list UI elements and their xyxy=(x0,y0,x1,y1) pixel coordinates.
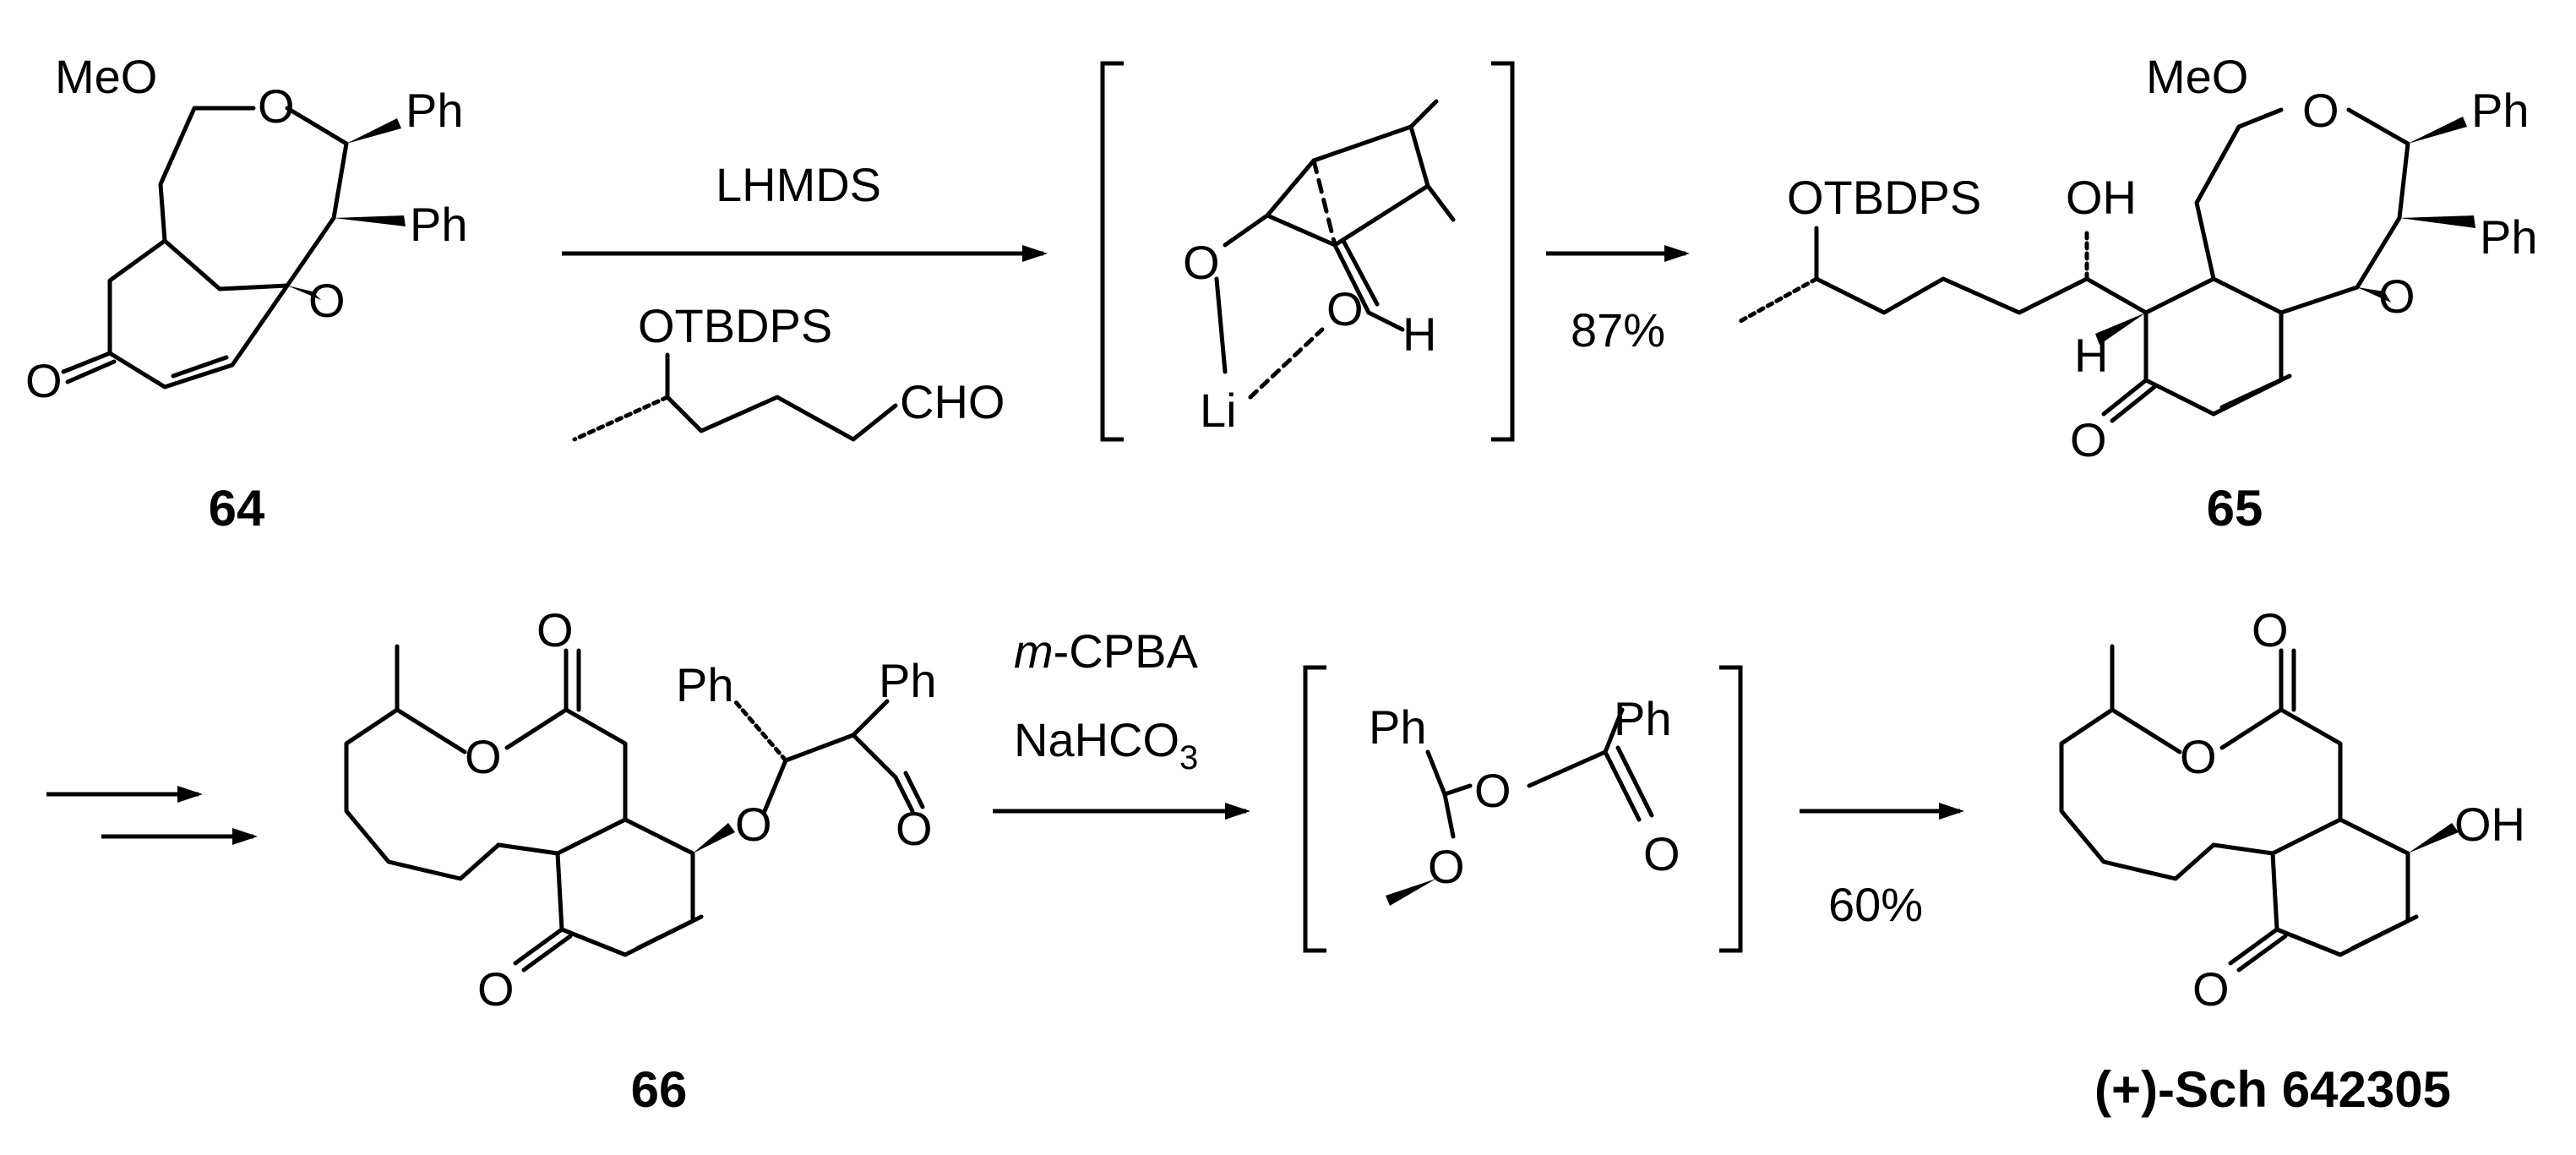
reaction-arrow-1: LHMDS OTBDPS CHO xyxy=(562,158,1048,442)
reagent-nahco3: NaHCO3 xyxy=(1014,713,1198,776)
ts-hydrogen: H xyxy=(1402,308,1436,361)
ring-oxygen-65: O xyxy=(2302,84,2339,137)
hydroxyl-label-65: OH xyxy=(2066,171,2137,224)
ring-oxygen-label: O xyxy=(258,79,295,133)
yield-87: 87% xyxy=(1571,303,1665,357)
ring-oxygen-65-2: O xyxy=(2378,270,2415,323)
compound-label-66: 66 xyxy=(631,1061,688,1118)
compound-label-64: 64 xyxy=(209,480,265,537)
ketone-oxygen-66b: O xyxy=(896,802,933,855)
reaction-arrow-4: 60% xyxy=(1800,803,1964,931)
ts-oxygen-1: O xyxy=(1183,236,1220,289)
reaction-arrow-2: 87% xyxy=(1546,245,1690,357)
reaction-arrow-3: m-CPBA NaHCO3 xyxy=(993,624,1250,820)
lactone-carbonyl-o-product: O xyxy=(2252,603,2289,656)
compound-label-product: (+)-Sch 642305 xyxy=(2094,1061,2451,1118)
ether-oxygen-66: O xyxy=(735,798,772,851)
phenyl-65-2: Ph xyxy=(2480,210,2538,264)
lactone-carbonyl-o-66: O xyxy=(536,603,574,656)
phenyl-label-1: Ph xyxy=(406,84,464,137)
lactone-oxygen-66: O xyxy=(465,730,502,783)
reagent-mcpba: m-CPBA xyxy=(1014,624,1198,678)
otbdps-label-65: OTBDPS xyxy=(1787,171,1981,224)
multistep-arrows xyxy=(46,786,258,845)
yield-60: 60% xyxy=(1828,878,1923,931)
ether-oxygen-int: O xyxy=(1428,840,1465,893)
lactone-oxygen-product: O xyxy=(2180,730,2217,783)
phenyl-int-1: Ph xyxy=(1369,700,1427,754)
methoxy-label-65: MeO xyxy=(2146,50,2248,103)
transition-state: O O H Li xyxy=(1100,61,1515,442)
reagent-lhmds: LHMDS xyxy=(716,158,881,211)
methoxy-label: MeO xyxy=(55,50,157,103)
ts-oxygen-2: O xyxy=(1326,282,1364,335)
carbonyl-oxygen-int: O xyxy=(1643,827,1680,880)
ketone-oxygen-66: O xyxy=(477,962,515,1016)
phenyl-label-2: Ph xyxy=(410,198,468,251)
phenyl-66-1: Ph xyxy=(676,658,734,711)
ketone-oxygen-65: O xyxy=(2070,413,2107,466)
phenyl-66-2: Ph xyxy=(879,654,937,707)
compound-product: O O OH O (+)-Sch 642305 xyxy=(2059,603,2525,1118)
compound-66: O O Ph Ph O O O 66 xyxy=(344,603,937,1118)
compound-64: MeO O Ph Ph O O 64 xyxy=(25,50,468,537)
phenyl-int-2: Ph xyxy=(1614,692,1672,745)
ester-oxygen-int: O xyxy=(1474,764,1511,817)
aldehyde-label: CHO xyxy=(900,375,1005,428)
ketone-oxygen-product: O xyxy=(2192,962,2230,1016)
ts-lithium: Li xyxy=(1200,384,1237,437)
compound-label-65: 65 xyxy=(2207,480,2263,537)
otbdps-label-reagent: OTBDPS xyxy=(638,299,832,352)
ketone-oxygen-label: O xyxy=(25,354,63,407)
ring-oxygen-label-2: O xyxy=(308,274,346,327)
hydroxyl-label-product: OH xyxy=(2454,798,2525,851)
compound-65: OTBDPS OH H O MeO O Ph Ph O 65 xyxy=(1738,50,2538,537)
h-label-65: H xyxy=(2074,329,2108,382)
intermediate-bracketed: Ph Ph O O O xyxy=(1303,665,1743,953)
phenyl-65-1: Ph xyxy=(2471,84,2530,137)
